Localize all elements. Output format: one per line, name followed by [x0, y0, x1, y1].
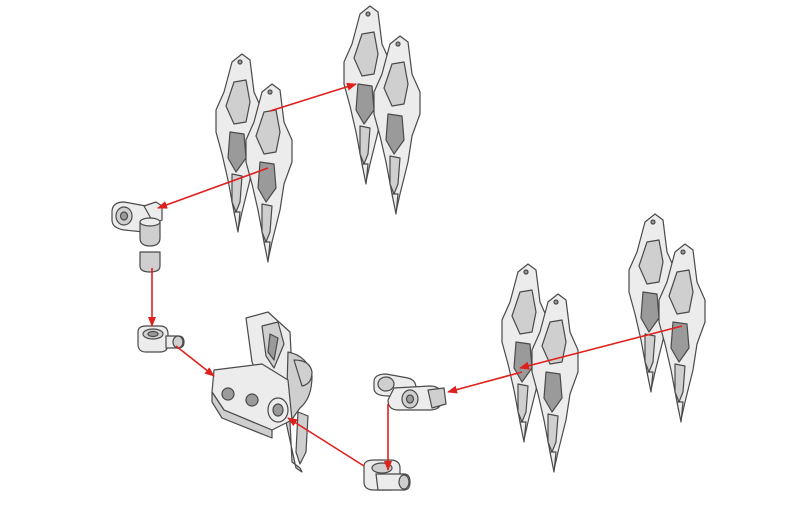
- lower-ball-connector: [363, 459, 411, 491]
- claw-pair-upper-left: [216, 54, 292, 262]
- claw-assembly-lower: [502, 214, 705, 472]
- claw-pair-lower-left: [502, 264, 578, 472]
- upper-ball-connector: [137, 325, 185, 353]
- upper-swivel-joint: [111, 201, 163, 273]
- arrow-claw-to-swivel-lower: [447, 371, 523, 394]
- claw-assembly-upper: [216, 6, 420, 262]
- arrow-claw-to-claw-upper: [269, 82, 357, 112]
- backpack-mount: [211, 311, 313, 473]
- claw-pair-upper-right: [344, 6, 420, 214]
- arrow-claw-to-swivel-upper: [157, 167, 269, 209]
- arrow-ball-to-mount: [175, 345, 215, 377]
- claw-pair-lower-right: [629, 214, 705, 422]
- arrow-ball-to-mount-lower: [287, 417, 365, 467]
- arrow-claw-to-claw-lower: [519, 325, 683, 370]
- lower-swivel-joint: [373, 373, 447, 411]
- assembly-arrows: [148, 82, 683, 471]
